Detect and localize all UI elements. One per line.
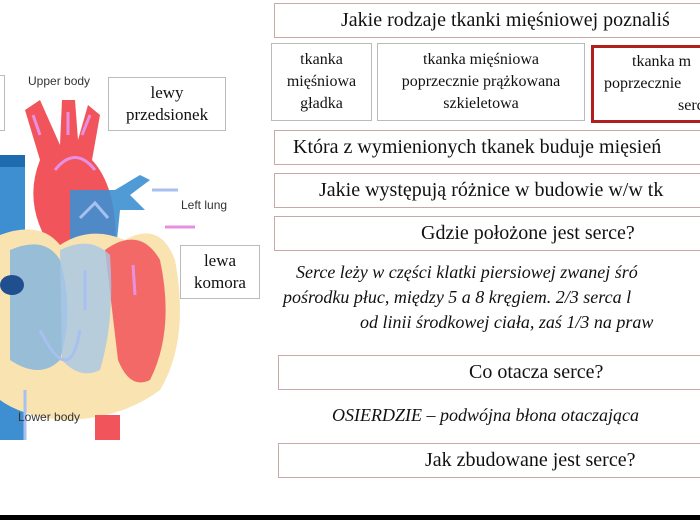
left-lung-label: Left lung <box>181 198 228 212</box>
question-heart-tissue: Która z wymienionych tkanek buduje mięsi… <box>274 130 700 165</box>
upper-body-label: Upper body <box>28 74 91 88</box>
left-atrium-label: lewy przedsionek <box>108 77 226 131</box>
tissue-cardiac-line1: tkanka m <box>632 53 692 70</box>
answer-pericardium: OSIERDZIE – podwójna błona otaczająca <box>332 405 639 425</box>
tissue-cardiac-line3: serc <box>678 97 700 114</box>
left-ventricle-label: lewa komora <box>180 245 260 299</box>
question-muscle-types: Jakie rodzaje tkanki mięśniowej poznaliś <box>274 3 700 38</box>
answer-location-line3: od linii środkowej ciała, zaś 1/3 na pra… <box>360 312 654 332</box>
answer-location-line1: Serce leży w części klatki piersiowej zw… <box>296 262 638 282</box>
question-heart-surroundings: Co otacza serce? <box>278 355 700 390</box>
question-heart-location: Gdzie położone jest serce? <box>274 216 700 251</box>
answer-location-line2: pośrodku płuc, między 5 a 8 kręgiem. 2/3… <box>283 287 632 307</box>
partial-label-box <box>0 75 5 131</box>
tissue-smooth: tkanka mięśniowa gładka <box>271 43 372 121</box>
tissue-cardiac-highlighted: tkanka m poprzecznie serc <box>591 45 700 123</box>
heart-diagram <box>0 100 195 440</box>
lower-body-label: Lower body <box>18 410 81 424</box>
tissue-skeletal: tkanka mięśniowa poprzecznie prążkowana … <box>377 43 585 121</box>
question-heart-structure: Jak zbudowane jest serce? <box>278 443 700 478</box>
question-differences: Jakie występują różnice w budowie w/w tk <box>274 173 700 208</box>
tissue-cardiac-line2: poprzecznie <box>604 75 682 92</box>
bottom-bar <box>0 515 700 520</box>
